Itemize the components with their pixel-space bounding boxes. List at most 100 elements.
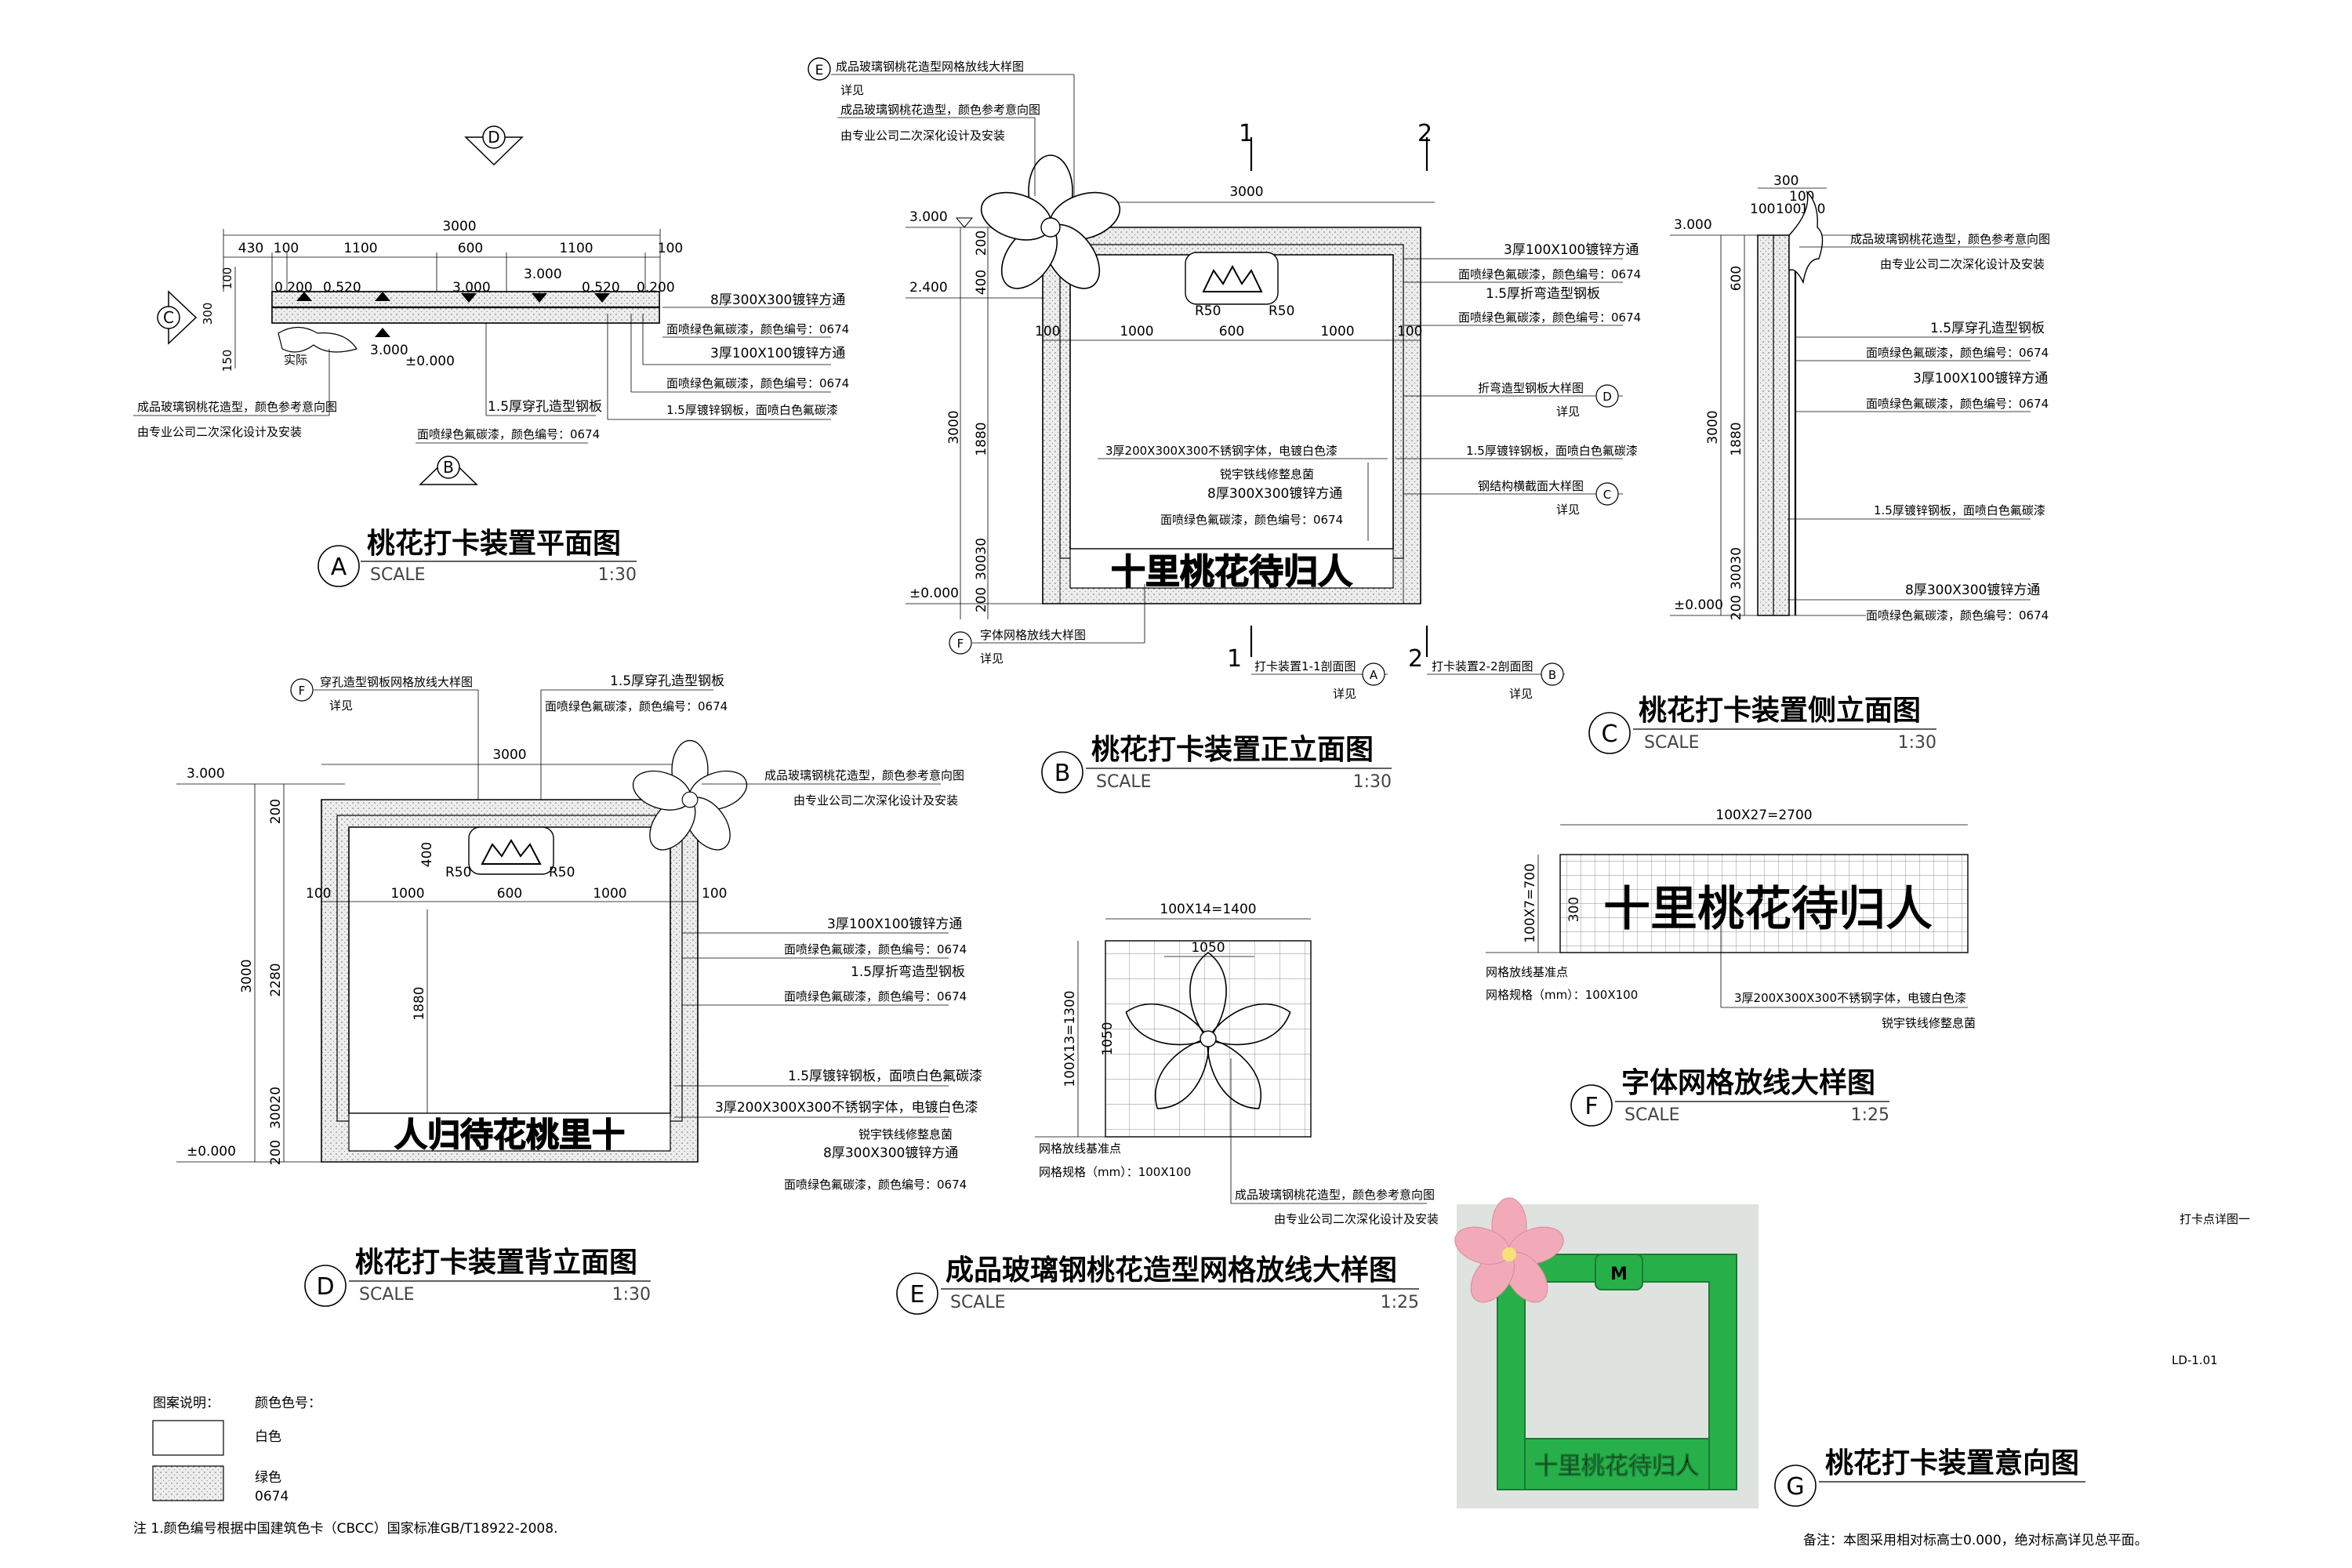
note-b-tube3: 3厚100X100镀锌方通 xyxy=(1504,242,1639,258)
render-logo xyxy=(1595,1254,1643,1290)
ref-d-letter: D xyxy=(1602,390,1612,404)
dim-d-600: 600 xyxy=(497,886,522,902)
dim-d-200-v: 200 xyxy=(268,799,284,824)
elev-c-0000: ±0.000 xyxy=(1674,597,1723,613)
ref-b-letter: B xyxy=(1548,668,1556,682)
elev-b-3000: 3.000 xyxy=(909,209,948,225)
legend-green-code: 0674 xyxy=(255,1489,289,1504)
note-b-char-grid: 字体网格放线大样图 xyxy=(980,628,1086,642)
legend-swatch-white xyxy=(152,1420,224,1456)
legend-footnote: 注 1.颜色编号根据中国建筑色卡（CBCC）国家标准GB/T18922-2008… xyxy=(133,1521,557,1537)
note-b-see5: 详见 xyxy=(1333,687,1356,701)
note-b-frp-grid: 成品玻璃钢桃花造型网格放线大样图 xyxy=(836,60,1024,74)
title-c: 桃花打卡装置侧立面图 xyxy=(1639,695,1921,727)
note-b-stainless: 3厚200X300X300不锈钢字体，电镀白色漆 xyxy=(1105,444,1338,458)
dim-d-r50-right: R50 xyxy=(549,865,575,880)
dim-b-100-right: 100 xyxy=(1397,324,1422,339)
dim-d-r50-left: R50 xyxy=(445,865,471,880)
note-d-fix: 锐宇铁线修整息菌 xyxy=(858,1127,953,1142)
render-slogan: 十里桃花待归人 xyxy=(1534,1453,1699,1480)
note-a-green2: 面喷绿色氟碳漆，颜色编号：0674 xyxy=(666,376,849,390)
dim-d-3000-v: 3000 xyxy=(239,959,255,993)
note-d-plate15: 1.5厚镀锌钢板，面喷白色氟碳漆 xyxy=(788,1069,982,1084)
title-g: 桃花打卡装置意向图 xyxy=(1825,1447,2079,1479)
back-slogan-mirror: 人归待花桃里十 xyxy=(394,1116,625,1154)
title-e-scale-label: SCALE xyxy=(950,1293,1006,1312)
elev-0200-left: 0.200 xyxy=(274,280,313,296)
front-elevation-b: 1 2 1 2 3000 3.000 2.400 ±0.000 3000 200… xyxy=(808,57,1641,793)
dim-c-30030-v: 30030 xyxy=(1729,547,1744,590)
side-elevation-c: 3.000 ±0.000 300 100 100 150 100 3000 60… xyxy=(1588,173,2050,754)
legend-white: 白色 xyxy=(255,1429,281,1445)
dim-e-grid-w: 100X14=1400 xyxy=(1160,902,1256,917)
elev-b-0000: ±0.000 xyxy=(909,586,959,601)
elev-3000-a: 3.000 xyxy=(452,280,491,296)
elev-0000-a: ±0.000 xyxy=(405,354,455,369)
dim-c-200-v: 200 xyxy=(1729,595,1744,620)
note-actual: 实际 xyxy=(284,353,307,367)
dim-d-1880-v: 1880 xyxy=(412,986,427,1020)
note-a-green1: 面喷绿色氟碳漆，颜色编号：0674 xyxy=(666,322,849,336)
render-base xyxy=(1524,1438,1710,1490)
dim-plan-100c: 100 xyxy=(220,267,234,290)
note-d-tube3: 3厚100X100镀锌方通 xyxy=(827,916,962,932)
dim-b-600: 600 xyxy=(1219,324,1244,339)
note-d-green4: 面喷绿色氟碳漆，颜色编号：0674 xyxy=(784,1178,967,1192)
dim-plan-1100b: 1100 xyxy=(559,241,593,256)
note-d-perf-grid: 穿孔造型钢板网格放线大样图 xyxy=(320,675,473,689)
flower-grid-e: 100X14=1400 1050 100X13=1300 1050 网格放线基准… xyxy=(896,902,1439,1315)
note-a-designby: 由专业公司二次深化设计及安装 xyxy=(137,425,302,439)
note-f-grid-base: 网格放线基准点 xyxy=(1486,965,1568,979)
note-a-plate8: 8厚300X300镀锌方通 xyxy=(710,292,845,308)
title-d-scale: 1:30 xyxy=(612,1285,651,1305)
mark-letter-b: B xyxy=(443,458,454,477)
note-d-designby: 由专业公司二次深化设计及安装 xyxy=(793,793,958,808)
dim-b-r50-left: R50 xyxy=(1195,303,1221,319)
title-e-scale: 1:25 xyxy=(1381,1293,1419,1312)
dim-plan-3000: 3000 xyxy=(442,219,476,234)
f-grid-slogan: 十里桃花待归人 xyxy=(1603,882,1933,937)
note-b-section2: 打卡装置2-2剖面图 xyxy=(1432,659,1534,673)
note-f-fix: 锐宇铁线修整息菌 xyxy=(1882,1016,1976,1030)
section-num-2-bottom: 2 xyxy=(1408,645,1423,673)
dim-b-1000-right: 1000 xyxy=(1320,324,1354,339)
note-b-fix: 锐宇铁线修整息菌 xyxy=(1220,467,1314,481)
ref-d-f-letter: F xyxy=(299,684,306,698)
note-b-see6: 详见 xyxy=(1509,687,1533,701)
note-c-plate8: 8厚300X300镀锌方通 xyxy=(1905,583,2040,598)
dim-d-3000: 3000 xyxy=(492,747,526,763)
note-b-designby: 由专业公司二次深化设计及安装 xyxy=(840,129,1005,143)
title-a-scale: 1:30 xyxy=(598,565,637,585)
sheet-remark: 备注：本图采用相对标高士0.000，绝对标高详见总平面。 xyxy=(1803,1533,2148,1548)
note-a-perf: 1.5厚穿孔造型钢板 xyxy=(488,399,602,415)
note-d-green2: 面喷绿色氟碳漆，颜色编号：0674 xyxy=(784,942,967,956)
note-b-see2: 详见 xyxy=(1556,405,1580,419)
dim-b-200b-v: 200 xyxy=(974,587,989,612)
section-mark-e-ref: E xyxy=(808,57,831,81)
note-c-green3: 面喷绿色氟碳漆，颜色编号：0674 xyxy=(1866,608,2049,622)
dim-d-400-v: 400 xyxy=(419,842,435,867)
note-d-plate8: 8厚300X300镀锌方通 xyxy=(823,1145,958,1161)
legend: 图案说明： 颜色色号： 白色 绿色 0674 注 1.颜色编号根据中国建筑色卡（… xyxy=(133,1396,557,1537)
dim-plan-1100a: 1100 xyxy=(343,241,377,256)
front-flower xyxy=(975,154,1127,299)
dim-plan-150: 150 xyxy=(220,350,234,372)
note-e-grid-base: 网格放线基准点 xyxy=(1039,1142,1121,1156)
plan-view-a: D 3000 430 100 1100 600 1100 100 100 300… xyxy=(133,125,849,587)
section-num-1-top: 1 xyxy=(1239,120,1254,147)
note-d-fold: 1.5厚折弯造型钢板 xyxy=(851,964,965,980)
dim-b-3000: 3000 xyxy=(1229,184,1263,200)
dim-d-2280-v: 2280 xyxy=(268,963,284,996)
note-a-frp: 成品玻璃钢桃花造型，颜色参考意向图 xyxy=(137,400,337,414)
dim-b-3000-v: 3000 xyxy=(946,410,962,444)
dim-b-100-left: 100 xyxy=(1035,324,1060,339)
note-f-stainless: 3厚200X300X300不锈钢字体，电镀白色漆 xyxy=(1734,991,1966,1005)
dim-plan-430: 430 xyxy=(238,241,263,256)
note-b-section1: 打卡装置1-1剖面图 xyxy=(1254,659,1356,673)
dim-f-grid-h: 100X7=700 xyxy=(1523,863,1538,943)
dim-f-grid-w: 100X27=2700 xyxy=(1715,808,1812,823)
note-c-designby: 由专业公司二次深化设计及安装 xyxy=(1880,257,2045,271)
elev-d-0000: ±0.000 xyxy=(187,1144,236,1160)
note-c-perf: 1.5厚穿孔造型钢板 xyxy=(1930,321,2045,336)
elev-b-2400: 2.400 xyxy=(909,280,948,296)
